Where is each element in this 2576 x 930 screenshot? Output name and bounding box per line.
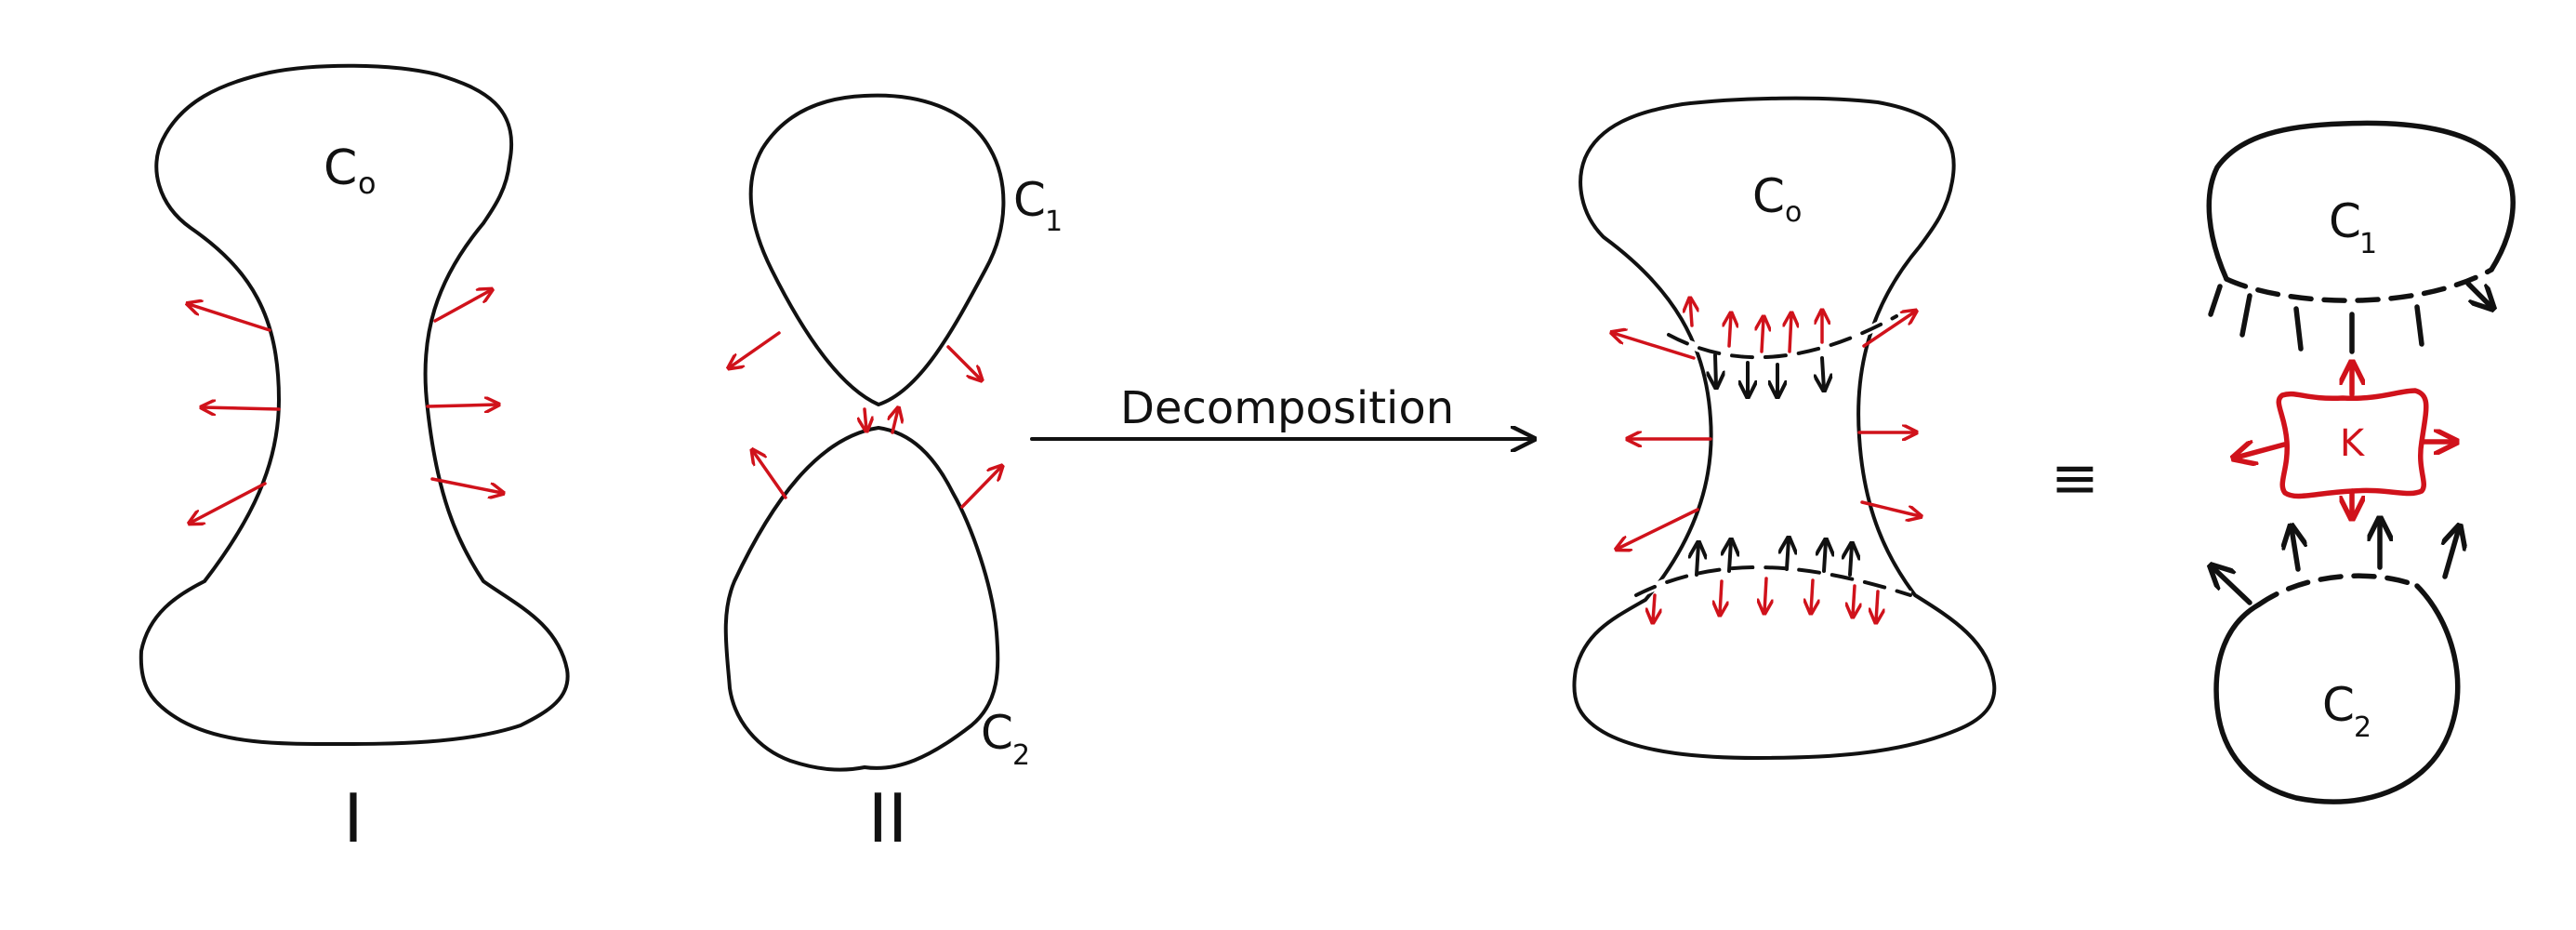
flux-arrow	[1720, 579, 1722, 614]
flux-arrow	[1764, 577, 1766, 612]
flux-arrow	[1729, 314, 1731, 348]
flux-arrow	[892, 409, 898, 434]
flux-arrow	[2445, 528, 2459, 579]
flux-arrow	[730, 331, 781, 367]
c0-right-subscript: o	[1785, 196, 1802, 229]
flux-arrow	[2292, 528, 2298, 572]
c2-right-black-arrows	[2213, 521, 2459, 605]
lower-cut-red-arrows	[1653, 577, 1878, 621]
c2-right-cut	[2256, 573, 2420, 607]
c2-right-label: C	[2322, 678, 2355, 732]
k-red-arrows	[2236, 365, 2454, 516]
roman-two-label: II	[868, 779, 907, 857]
c1-right-black-arrows	[2208, 281, 2491, 354]
figure-one: C o I	[139, 63, 570, 857]
flux-arrow	[1850, 545, 1852, 577]
flux-arrow	[1613, 333, 1696, 360]
flux-arrow	[1653, 593, 1655, 621]
upper-cut-red-arrows	[1690, 299, 1822, 353]
decomposed-side-arrows	[1613, 312, 1920, 549]
c1-left-shape	[748, 93, 1006, 406]
decomposition-label: Decomposition	[1120, 382, 1454, 434]
c1-left-subscript: 1	[1045, 206, 1063, 238]
flux-arrow	[1697, 544, 1698, 577]
flux-tick	[2293, 306, 2304, 352]
figure-two: C 1 C 2 II	[723, 93, 1063, 857]
flux-arrow	[2213, 567, 2252, 605]
flux-arrow	[189, 304, 271, 332]
flux-arrow	[946, 345, 981, 379]
flux-arrow	[1876, 590, 1878, 621]
k-label: K	[2340, 422, 2366, 465]
c1-right-shape	[2206, 120, 2516, 282]
upper-cut-line	[1667, 314, 1898, 360]
c1-left-label: C	[1013, 173, 1046, 227]
c0-left-subscript: o	[358, 166, 376, 201]
flux-arrow	[753, 451, 787, 499]
flux-arrow	[1860, 500, 1920, 516]
flux-arrow	[1862, 312, 1915, 348]
flux-arrow	[1618, 508, 1699, 549]
c0-left-label: C	[324, 140, 357, 196]
c2-right-subscript: 2	[2354, 711, 2371, 744]
c1-right-cut	[2224, 267, 2494, 303]
flux-arrow	[1853, 584, 1855, 616]
upper-cut-halo	[1666, 312, 1899, 362]
lower-cut-halo	[1633, 563, 1912, 600]
roman-one-label: I	[343, 779, 363, 857]
flux-arrow	[1824, 541, 1826, 573]
c0-left-shape	[139, 63, 570, 746]
decomposition-arrow-group: Decomposition	[1030, 382, 1534, 439]
flux-arrow	[1729, 541, 1731, 573]
lower-cut-black-arrows	[1697, 539, 1852, 577]
flux-arrow	[2236, 445, 2287, 458]
flux-arrow	[1790, 314, 1791, 353]
k-region-shape	[2276, 388, 2429, 499]
upper-cut-black-arrows	[1715, 353, 1824, 395]
flux-arrow	[203, 407, 281, 409]
flux-arrow	[2465, 281, 2491, 307]
figure-two-red-arrows	[730, 331, 1001, 509]
c2-right-shape	[2213, 583, 2461, 804]
flux-tick	[2239, 293, 2252, 338]
flux-arrow	[191, 482, 267, 523]
flux-arrow	[1811, 578, 1813, 612]
flux-arrow	[865, 407, 866, 430]
lower-cut-line	[1634, 565, 1912, 597]
equivalence-symbol: ≡	[2051, 444, 2099, 512]
c0-right-shape	[1572, 96, 1997, 760]
flux-arrow	[1715, 353, 1716, 386]
flux-tick	[2208, 284, 2223, 317]
flux-arrow	[1690, 299, 1692, 327]
flux-arrow	[1762, 318, 1764, 353]
flux-arrow	[433, 290, 491, 323]
flux-arrow	[1822, 356, 1824, 389]
flux-arrow	[1787, 539, 1789, 571]
c1-right-label: C	[2329, 194, 2361, 248]
figure-equivalent: C 1 K C 2	[2206, 120, 2516, 804]
figure-one-red-arrows	[189, 290, 502, 523]
flux-arrow	[430, 477, 502, 493]
figure-decomposed-c0: C o	[1572, 96, 1997, 760]
c2-left-subscript: 2	[1012, 739, 1030, 772]
c2-left-shape	[723, 426, 1000, 772]
c1-right-subscript: 1	[2359, 228, 2377, 260]
flux-arrow	[426, 405, 497, 406]
flux-arrow	[960, 467, 1001, 509]
c2-left-label: C	[981, 706, 1013, 760]
c0-right-label: C	[1752, 169, 1785, 223]
flux-tick	[2414, 304, 2424, 347]
